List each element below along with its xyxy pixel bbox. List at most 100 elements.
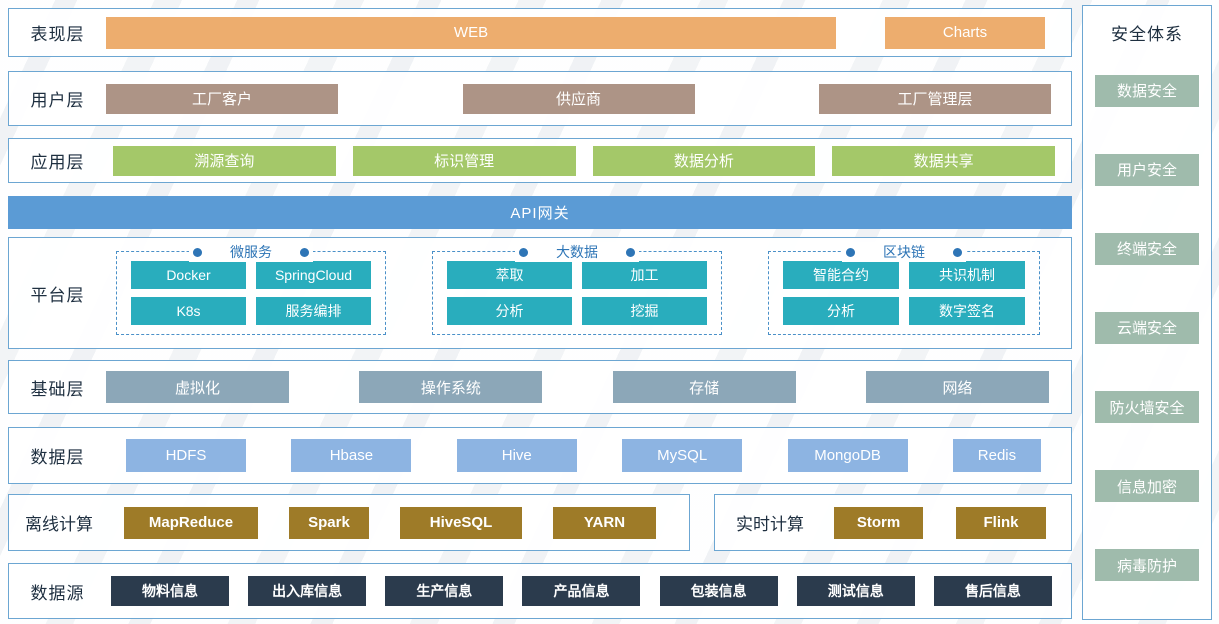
box-hive: Hive (456, 439, 577, 472)
box-hivesql: HiveSQL (400, 506, 522, 539)
group-blockchain-grid: 智能合约 共识机制 分析 数字签名 (769, 261, 1039, 325)
api-gateway-bar: API网关 (8, 196, 1072, 229)
box-k8s: K8s (131, 297, 246, 325)
security-panel: 安全体系 数据安全 用户安全 终端安全 云端安全 防火墙安全 信息加密 病毒防护 (1082, 5, 1212, 620)
application-layer-label: 应用层 (30, 153, 85, 172)
group-bigdata-label: 大数据 (556, 244, 598, 260)
security-item-antivirus: 病毒防护 (1095, 549, 1199, 582)
data-source-label: 数据源 (30, 583, 85, 603)
security-item-data: 数据安全 (1095, 74, 1199, 107)
box-storage: 存储 (612, 371, 796, 403)
box-yarn: YARN (553, 506, 656, 539)
box-process: 加工 (582, 261, 707, 289)
box-operating-system: 操作系统 (359, 371, 543, 403)
box-hbase: Hbase (291, 439, 412, 472)
box-supplier: 供应商 (462, 83, 695, 114)
box-id-management: 标识管理 (352, 145, 576, 176)
box-data-analysis: 数据分析 (592, 145, 816, 176)
group-bigdata-title: 大数据 (515, 242, 639, 262)
user-layer-items: 工厂客户 供应商 工厂管理层 (106, 83, 1071, 114)
security-item-firewall: 防火墙安全 (1095, 391, 1199, 424)
box-charts: Charts (885, 16, 1045, 49)
bullet-dot-icon (300, 247, 309, 257)
bullet-dot-icon (953, 247, 962, 257)
presentation-layer-label: 表现层 (30, 25, 85, 44)
group-blockchain-label: 区块链 (883, 244, 925, 260)
box-consensus: 共识机制 (909, 261, 1025, 289)
box-data-sharing: 数据共享 (832, 145, 1055, 176)
box-extract: 萃取 (447, 261, 572, 289)
group-microservice-title: 微服务 (189, 242, 313, 262)
group-bigdata-grid: 萃取 加工 分析 挖掘 (433, 261, 721, 325)
box-bigdata-analysis: 分析 (447, 297, 572, 325)
box-production-info: 生产信息 (385, 576, 504, 606)
box-web: WEB (106, 16, 836, 49)
security-panel-title: 安全体系 (1111, 25, 1183, 44)
box-product-info: 产品信息 (522, 576, 641, 606)
box-packaging-info: 包装信息 (659, 576, 778, 606)
box-storm: Storm (834, 506, 923, 539)
box-hdfs: HDFS (126, 439, 246, 472)
box-chain-analysis: 分析 (783, 297, 899, 325)
infrastructure-layer-items: 虚拟化 操作系统 存储 网络 (106, 371, 1071, 403)
box-digital-signature: 数字签名 (909, 297, 1025, 325)
bullet-dot-icon (519, 247, 528, 257)
platform-layer-row: 平台层 微服务 Docker SpringCloud K8s 服务编排 大数据 (8, 237, 1072, 349)
platform-layer-label: 平台层 (30, 285, 85, 305)
offline-compute-panel: 离线计算 MapReduce Spark HiveSQL YARN (8, 494, 690, 551)
data-source-items: 物料信息 出入库信息 生产信息 产品信息 包装信息 测试信息 售后信息 (106, 576, 1071, 606)
box-smart-contract: 智能合约 (783, 261, 899, 289)
bullet-dot-icon (626, 247, 635, 257)
box-aftersales-info: 售后信息 (933, 576, 1052, 606)
infrastructure-layer-row: 基础层 虚拟化 操作系统 存储 网络 (8, 360, 1072, 414)
group-microservice: 微服务 Docker SpringCloud K8s 服务编排 (116, 242, 386, 335)
box-mapreduce: MapReduce (124, 506, 258, 539)
realtime-compute-items: Storm Flink (825, 506, 1071, 539)
user-layer-label: 用户层 (30, 91, 85, 110)
data-layer-label: 数据层 (30, 448, 85, 467)
application-layer-row: 应用层 溯源查询 标识管理 数据分析 数据共享 (8, 138, 1072, 183)
realtime-compute-panel: 实时计算 Storm Flink (714, 494, 1072, 551)
presentation-layer-row: 表现层 WEB Charts (8, 8, 1072, 57)
box-mysql: MySQL (622, 439, 743, 472)
security-items: 数据安全 用户安全 终端安全 云端安全 防火墙安全 信息加密 病毒防护 (1083, 45, 1211, 605)
security-item-user: 用户安全 (1095, 153, 1199, 186)
box-testing-info: 测试信息 (796, 576, 915, 606)
box-inout-warehouse-info: 出入库信息 (248, 576, 367, 606)
security-item-encryption: 信息加密 (1095, 470, 1199, 503)
group-bigdata: 大数据 萃取 加工 分析 挖掘 (432, 242, 722, 335)
security-item-cloud: 云端安全 (1095, 311, 1199, 344)
box-factory-management: 工厂管理层 (819, 83, 1051, 114)
data-layer-items: HDFS Hbase Hive MySQL MongoDB Redis (106, 439, 1071, 472)
bullet-dot-icon (193, 247, 202, 257)
group-microservice-label: 微服务 (230, 244, 272, 260)
data-source-row: 数据源 物料信息 出入库信息 生产信息 产品信息 包装信息 测试信息 售后信息 (8, 563, 1072, 619)
box-docker: Docker (131, 261, 246, 289)
group-blockchain-title: 区块链 (842, 242, 966, 262)
offline-compute-items: MapReduce Spark HiveSQL YARN (109, 506, 689, 539)
bullet-dot-icon (846, 247, 855, 257)
box-spark: Spark (289, 506, 369, 539)
application-layer-items: 溯源查询 标识管理 数据分析 数据共享 (106, 145, 1071, 176)
box-network: 网络 (865, 371, 1049, 403)
box-springcloud: SpringCloud (256, 261, 371, 289)
group-microservice-grid: Docker SpringCloud K8s 服务编排 (117, 261, 385, 325)
security-item-terminal: 终端安全 (1095, 232, 1199, 265)
box-material-info: 物料信息 (111, 576, 229, 606)
box-trace-query: 溯源查询 (113, 145, 336, 176)
infrastructure-layer-label: 基础层 (30, 379, 85, 399)
platform-layer-items: 微服务 Docker SpringCloud K8s 服务编排 大数据 萃取 加… (106, 242, 1071, 335)
realtime-compute-label: 实时计算 (736, 515, 804, 534)
data-layer-row: 数据层 HDFS Hbase Hive MySQL MongoDB Redis (8, 427, 1072, 484)
box-service-orchestration: 服务编排 (256, 297, 371, 325)
group-blockchain: 区块链 智能合约 共识机制 分析 数字签名 (768, 242, 1040, 335)
presentation-layer-items: WEB Charts (106, 16, 1072, 49)
box-virtualization: 虚拟化 (106, 371, 289, 403)
box-factory-customer: 工厂客户 (106, 83, 338, 114)
box-redis: Redis (952, 439, 1041, 472)
offline-compute-label: 离线计算 (25, 515, 93, 534)
box-mining: 挖掘 (582, 297, 707, 325)
box-mongodb: MongoDB (787, 439, 908, 472)
box-flink: Flink (956, 506, 1046, 539)
